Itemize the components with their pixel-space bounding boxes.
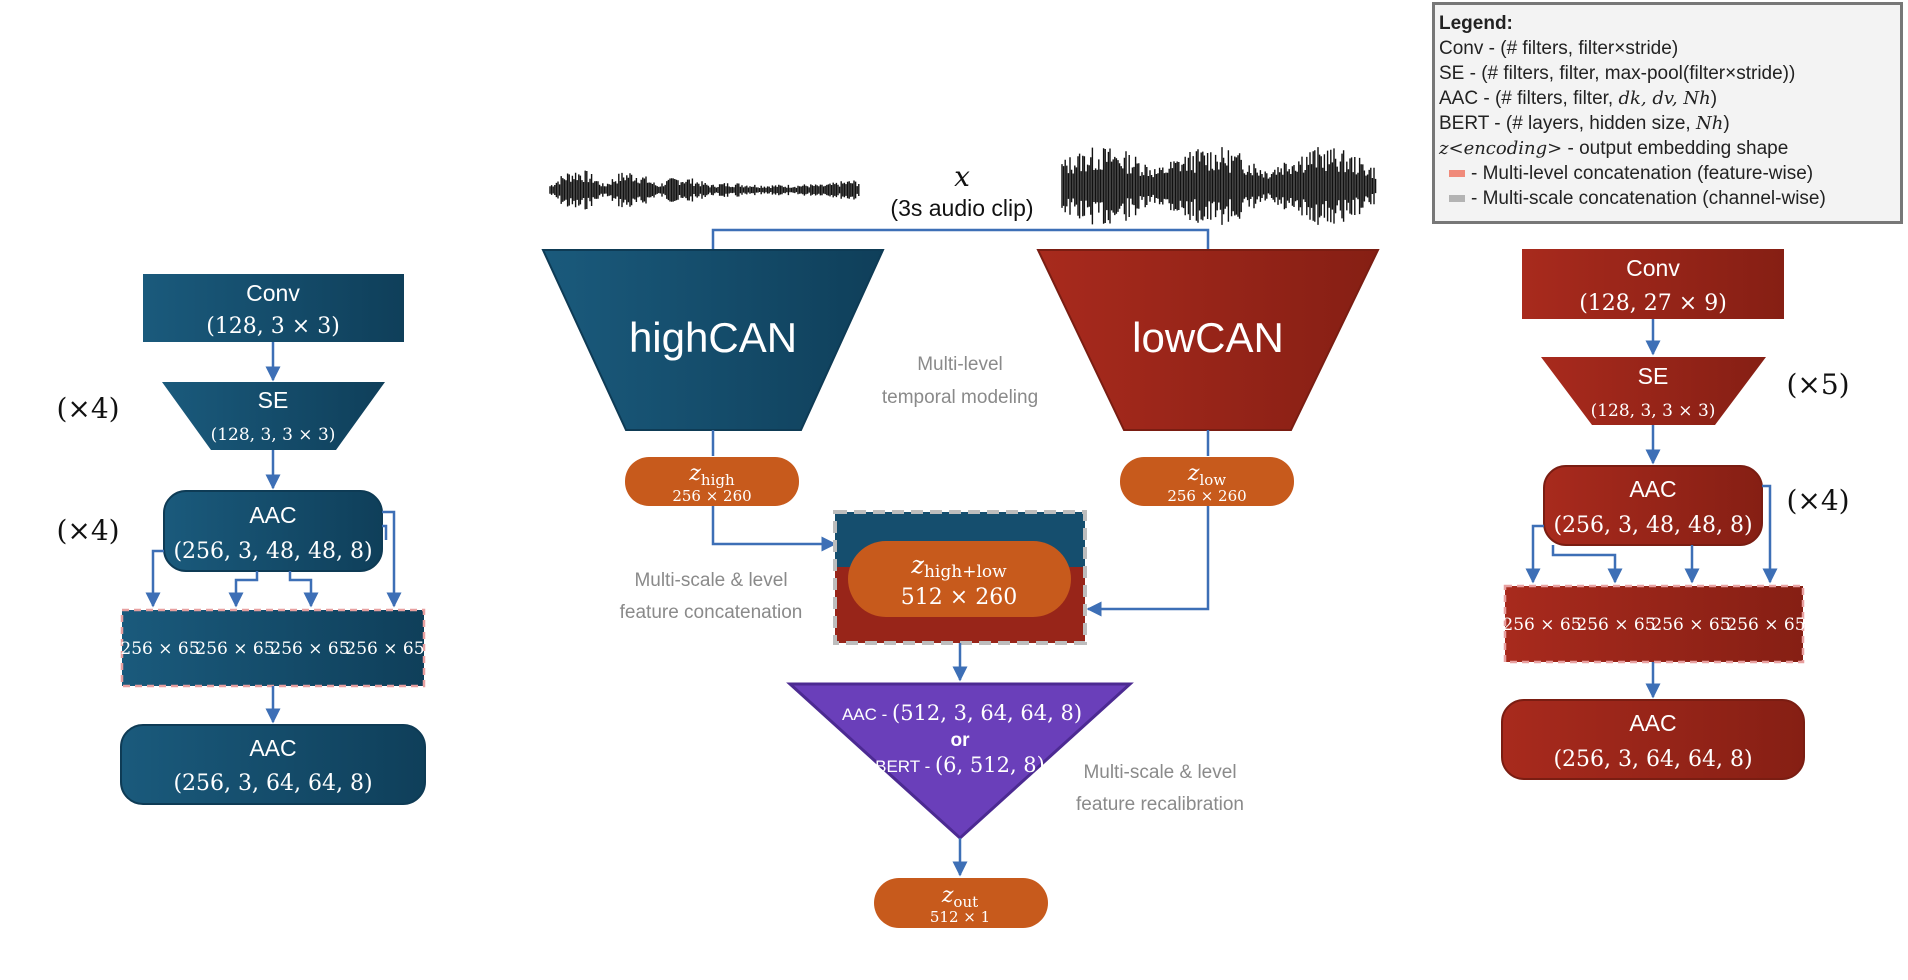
left-conv-params: (128, 3 × 3) — [206, 314, 340, 339]
lowcan-encoder — [1036, 249, 1380, 431]
z-out-pill — [874, 878, 1048, 928]
concat-note-line2: feature concatenation — [620, 602, 803, 623]
center-pipeline: x (3s audio clip) highCAN lowCAN Multi-l… — [541, 147, 1380, 928]
left-conv-block — [143, 274, 404, 342]
legend-multiscale: - Multi-scale concatenation (channel-wis… — [1439, 186, 1894, 211]
multiscale-swatch — [1449, 195, 1465, 203]
waveform-left — [549, 170, 860, 210]
legend-conv: Conv - (# filters, filter×stride) — [1439, 38, 1679, 59]
right-aac-label: AAC — [1629, 476, 1676, 502]
right-conv-params: (128, 27 × 9) — [1579, 291, 1727, 316]
z-low-shape: 256 × 260 — [1167, 487, 1246, 505]
legend-aac: AAC - (# filters, filter, dk, dv, Nh) — [1439, 88, 1718, 109]
right-se-block — [1541, 357, 1766, 425]
right-concat-cell-4: 256 × 65 — [1726, 615, 1805, 635]
recalibration-block — [786, 682, 1134, 841]
left-aac-label: AAC — [249, 502, 296, 528]
z-concat-name: zhigh+low — [910, 551, 1007, 582]
recal-aac-line: AAC - (512, 3, 64, 64, 8) — [842, 701, 1082, 725]
right-aac-final-label: AAC — [1629, 710, 1676, 736]
left-aac-final-params: (256, 3, 64, 64, 8) — [173, 771, 372, 796]
right-aac-final-block — [1501, 699, 1805, 780]
highcan-encoder — [541, 249, 885, 431]
left-se-repeat: (×4) — [56, 392, 119, 425]
z-concat-pill — [848, 541, 1071, 617]
left-se-block — [162, 382, 385, 450]
right-conv-block — [1522, 249, 1784, 319]
waveform-right — [1061, 147, 1377, 225]
left-aac-block — [163, 490, 383, 572]
right-aac-block — [1543, 465, 1763, 546]
temporal-note-line2: temporal modeling — [882, 387, 1038, 408]
legend-se: SE - (# filters, filter, max-pool(filter… — [1439, 63, 1796, 84]
z-low-name: zlow — [1187, 461, 1226, 489]
z-low-pill — [1120, 457, 1294, 506]
left-aac-params: (256, 3, 48, 48, 8) — [173, 539, 372, 564]
legend-title: Legend: — [1439, 13, 1513, 34]
left-concat-cell-4: 256 × 65 — [345, 639, 424, 659]
left-conv-label: Conv — [246, 280, 300, 306]
right-aac-final-params: (256, 3, 64, 64, 8) — [1553, 747, 1752, 772]
z-high-pill — [625, 457, 799, 506]
legend-bert: BERT - (# layers, hidden size, Nh) — [1439, 113, 1730, 134]
z-concat-shape: 512 × 260 — [901, 585, 1017, 610]
lowcan-label: lowCAN — [1132, 314, 1284, 361]
legend-box: Legend: Conv - (# filters, filter×stride… — [1432, 2, 1903, 224]
left-concat-cell-1: 256 × 65 — [120, 639, 199, 659]
highcan-label: highCAN — [629, 314, 797, 361]
right-concat-cell-2: 256 × 65 — [1576, 615, 1655, 635]
right-aac-params: (256, 3, 48, 48, 8) — [1553, 513, 1752, 538]
legend-multilevel: - Multi-level concatenation (feature-wis… — [1439, 161, 1894, 186]
right-aac-repeat: (×4) — [1786, 484, 1849, 517]
left-aac-repeat: (×4) — [56, 514, 119, 547]
right-se-repeat: (×5) — [1786, 368, 1849, 401]
left-se-params: (128, 3, 3 × 3) — [211, 425, 336, 445]
input-caption: (3s audio clip) — [890, 195, 1033, 221]
recal-bert-line: BERT - (6, 512, 8) — [875, 753, 1045, 777]
temporal-note-line1: Multi-level — [917, 354, 1003, 375]
right-se-label: SE — [1638, 363, 1669, 389]
recal-note-line2: feature recalibration — [1076, 794, 1244, 815]
right-se-params: (128, 3, 3 × 3) — [1591, 401, 1716, 421]
right-concat-cell-1: 256 × 65 — [1502, 615, 1581, 635]
z-high-name: zhigh — [688, 461, 735, 489]
right-concat-cell-3: 256 × 65 — [1651, 615, 1730, 635]
recal-note-line1: Multi-scale & level — [1083, 762, 1236, 783]
left-concat-cell-2: 256 × 65 — [195, 639, 274, 659]
left-se-label: SE — [258, 387, 289, 413]
recal-or: or — [951, 730, 971, 751]
left-concat-cell-3: 256 × 65 — [270, 639, 349, 659]
legend-z: z<encoding> - output embedding shape — [1439, 138, 1789, 159]
left-aac-final-block — [120, 724, 426, 805]
z-out-shape: 512 × 1 — [930, 908, 990, 926]
right-conv-label: Conv — [1626, 255, 1680, 281]
left-branch: Conv (128, 3 × 3) SE (128, 3, 3 × 3) (×4… — [56, 274, 426, 805]
input-symbol: x — [954, 160, 970, 193]
z-out-name: zout — [941, 883, 978, 911]
concat-note-line1: Multi-scale & level — [634, 570, 787, 591]
z-high-shape: 256 × 260 — [672, 487, 751, 505]
right-branch: Conv (128, 27 × 9) SE (128, 3, 3 × 3) (×… — [1501, 249, 1850, 780]
multilevel-swatch — [1449, 170, 1465, 178]
left-concat-block — [120, 608, 426, 688]
left-aac-final-label: AAC — [249, 735, 296, 761]
